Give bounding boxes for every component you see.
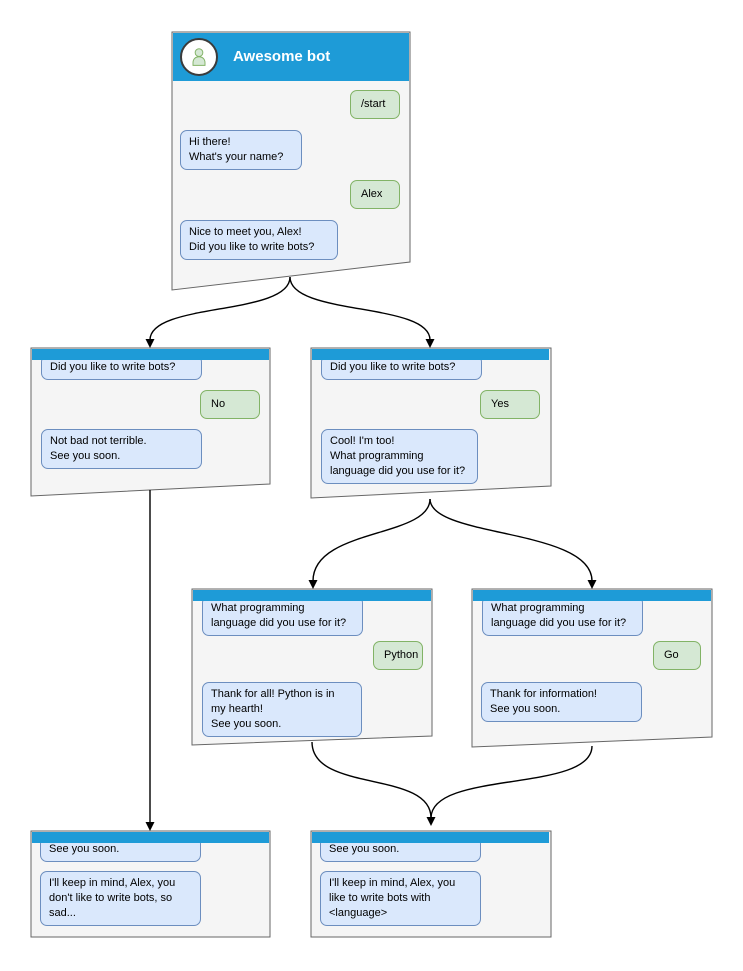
bubble-bot: What programming language did you use fo… [482,596,643,636]
edge-branch-yes-to-go [429,498,597,589]
bot-avatar-icon [180,38,218,76]
bubble-user: No [200,390,260,419]
branch-go-header-bar [473,590,711,601]
bubble-bot: What programming language did you use fo… [202,596,363,636]
bubble-bot: I'll keep in mind, Alex, you like to wri… [320,871,481,926]
end-language-header-bar [312,832,549,843]
branch-no-header-bar [32,349,269,360]
bubble-user: Alex [350,180,400,209]
root-window-title: Awesome bot [233,48,331,65]
bubble-bot: Nice to meet you, Alex! Did you like to … [180,220,338,260]
edge-go-to-end-language [430,745,593,819]
bubble-bot: Thank for information! See you soon. [481,682,642,722]
edge-branch-yes-to-python [308,498,431,589]
bubble-bot: Not bad not terrible. See you soon. [41,429,202,469]
person-icon [192,48,206,66]
bubble-bot: Cool! I'm too! What programming language… [321,429,478,484]
bubble-user: Python [373,641,423,670]
bubble-user: /start [350,90,400,119]
branch-python-header-bar [193,590,431,601]
branch-yes-header-bar [312,349,549,360]
edge-root-to-branch-yes [289,276,435,348]
bubble-bot: Thank for all! Python is in my hearth! S… [202,682,362,737]
end-no-header-bar [32,832,269,843]
edge-python-to-end-language [311,741,436,826]
bubble-user: Go [653,641,701,670]
bubble-bot: Hi there! What's your name? [180,130,302,170]
bubble-bot: I'll keep in mind, Alex, you don't like … [40,871,201,926]
bubble-user: Yes [480,390,540,419]
edge-root-to-branch-no [145,276,291,348]
